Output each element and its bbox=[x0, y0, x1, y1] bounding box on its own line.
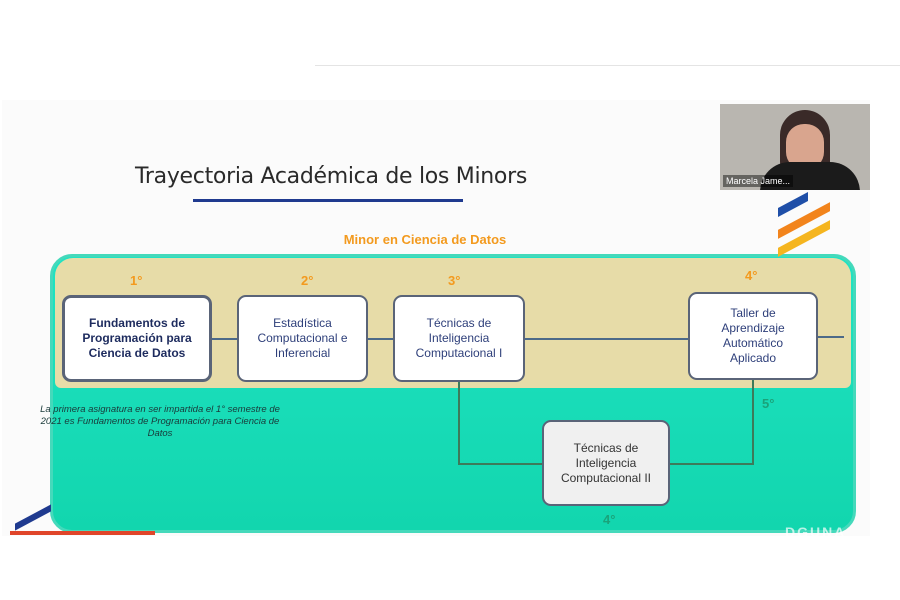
course-box-fundamentos: Fundamentos de Programación para Ciencia… bbox=[62, 295, 212, 382]
semester-label-2: 2° bbox=[301, 273, 314, 288]
branch-line-up bbox=[752, 380, 754, 464]
arrow-out bbox=[818, 336, 844, 338]
arrow-2-3 bbox=[368, 338, 393, 340]
university-logo-text: DGUNA bbox=[785, 524, 847, 540]
corner-stripe-red bbox=[10, 531, 155, 535]
course-box-estadistica: Estadística Computacional e Inferencial bbox=[237, 295, 368, 382]
course-box-tic1: Técnicas de Inteligencia Computacional I bbox=[393, 295, 525, 382]
slide-title: Trayectoria Académica de los Minors bbox=[135, 164, 527, 189]
branch-line-from-tic2 bbox=[670, 463, 754, 465]
semester-label-4: 4° bbox=[745, 268, 758, 283]
participant-video-tile[interactable]: Marcela Jame... bbox=[720, 104, 870, 190]
arrow-1-2 bbox=[212, 338, 237, 340]
branch-line-to-tic2 bbox=[458, 463, 542, 465]
semester-label-5: 5° bbox=[762, 396, 775, 411]
title-underline bbox=[193, 199, 463, 202]
course-box-tic2: Técnicas de Inteligencia Computacional I… bbox=[542, 420, 670, 506]
semester-label-4-alt: 4° bbox=[603, 512, 616, 527]
participant-name: Marcela Jame... bbox=[723, 175, 794, 187]
semester-label-3: 3° bbox=[448, 273, 461, 288]
branch-line-down bbox=[458, 382, 460, 464]
minor-title: Minor en Ciencia de Datos bbox=[343, 232, 507, 247]
window-divider bbox=[315, 65, 900, 66]
course-box-taller: Taller de Aprendizaje Automático Aplicad… bbox=[688, 292, 818, 380]
participant-body bbox=[760, 162, 860, 190]
semester-label-1: 1° bbox=[130, 273, 143, 288]
arrow-3-4 bbox=[525, 338, 688, 340]
slide-note: La primera asignatura en ser impartida e… bbox=[40, 404, 280, 439]
